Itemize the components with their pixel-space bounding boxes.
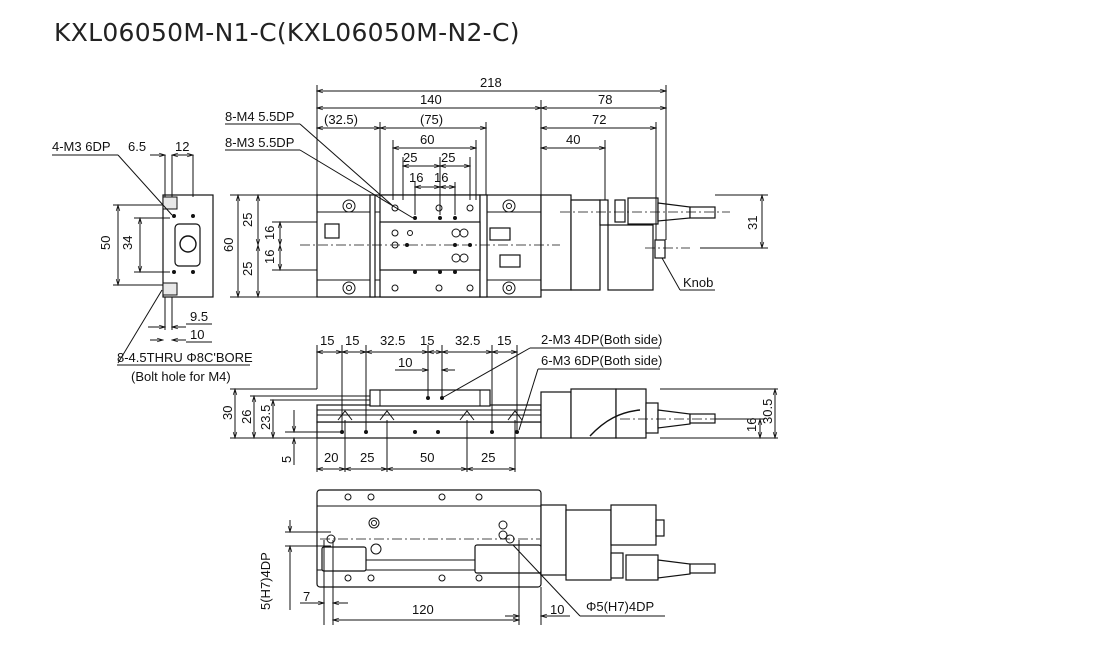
drawing-title: KXL06050M-N1-C(KXL06050M-N2-C) xyxy=(54,18,520,47)
dim-12: 12 xyxy=(175,139,189,154)
dim-10-side: 10 xyxy=(398,355,412,370)
dim-31: 31 xyxy=(745,216,760,230)
callout-2-m3-4dp: 2-M3 4DP(Both side) xyxy=(541,332,662,347)
dim-25-d: 25 xyxy=(481,450,495,465)
dim-16-side: 16 xyxy=(744,418,759,432)
dim-5h7-4dp: 5(H7)4DP xyxy=(258,552,273,610)
dim-25-upper: 25 xyxy=(240,213,255,227)
dim-72: 72 xyxy=(592,112,606,127)
side-view: 15 15 32.5 15 32.5 15 10 20 25 50 25 30 … xyxy=(220,332,778,472)
dim-20: 20 xyxy=(324,450,338,465)
dim-16-lower: 16 xyxy=(262,250,277,264)
dim-25-lower: 25 xyxy=(240,262,255,276)
dim-9.5: 9.5 xyxy=(190,309,208,324)
dim-30: 30 xyxy=(220,406,235,420)
callout-bolt-hole: 8-4.5THRU Φ8C'BORE xyxy=(117,350,253,365)
dim-25-a: 25 xyxy=(403,150,417,165)
dim-60: 60 xyxy=(420,132,434,147)
dim-10-bottom: 10 xyxy=(550,602,564,617)
callout-8-m4: 8-M4 5.5DP xyxy=(225,109,294,124)
dim-16-upper: 16 xyxy=(262,226,277,240)
dim-120: 120 xyxy=(412,602,434,617)
callout-6-m3-6dp: 6-M3 6DP(Both side) xyxy=(541,353,662,368)
dim-25-c: 25 xyxy=(360,450,374,465)
dim-15-b: 15 xyxy=(345,333,359,348)
dim-75: (75) xyxy=(420,112,443,127)
dim-32.5-b: 32.5 xyxy=(455,333,480,348)
callout-bolt-hole-note: (Bolt hole for M4) xyxy=(131,369,231,384)
dim-16-a: 16 xyxy=(409,170,423,185)
dim-218: 218 xyxy=(480,75,502,90)
dim-5: 5 xyxy=(279,456,294,463)
dim-32.5: (32.5) xyxy=(324,112,358,127)
dim-30.5: 30.5 xyxy=(760,399,775,424)
callout-knob: Knob xyxy=(683,275,713,290)
dim-60-vertical: 60 xyxy=(221,238,236,252)
dim-34: 34 xyxy=(120,236,135,250)
dim-50-side: 50 xyxy=(420,450,434,465)
dim-15-d: 15 xyxy=(497,333,511,348)
dim-140: 140 xyxy=(420,92,442,107)
callout-phi5-h7-4dp: Φ5(H7)4DP xyxy=(586,599,654,614)
dim-40: 40 xyxy=(566,132,580,147)
dim-25-b: 25 xyxy=(441,150,455,165)
dim-15-a: 15 xyxy=(320,333,334,348)
dim-23.5: 23.5 xyxy=(258,405,273,430)
end-view: 50 34 6.5 12 4-M3 6DP 9.5 10 8-4.5THRU Φ… xyxy=(52,139,253,384)
dim-16-b: 16 xyxy=(434,170,448,185)
dim-7: 7 xyxy=(303,589,310,604)
dim-78: 78 xyxy=(598,92,612,107)
dim-32.5-a: 32.5 xyxy=(380,333,405,348)
dim-6.5: 6.5 xyxy=(128,139,146,154)
dim-15-c: 15 xyxy=(420,333,434,348)
callout-8-m3: 8-M3 5.5DP xyxy=(225,135,294,150)
dim-26: 26 xyxy=(239,410,254,424)
callout-4-m3-6dp: 4-M3 6DP xyxy=(52,139,111,154)
dim-50: 50 xyxy=(98,236,113,250)
dim-10: 10 xyxy=(190,327,204,342)
bottom-view: 5(H7)4DP 7 120 10 Φ5(H7)4DP xyxy=(258,489,716,625)
top-view: 218 140 78 (32.5) (75) 72 60 40 25 25 16… xyxy=(221,75,768,297)
